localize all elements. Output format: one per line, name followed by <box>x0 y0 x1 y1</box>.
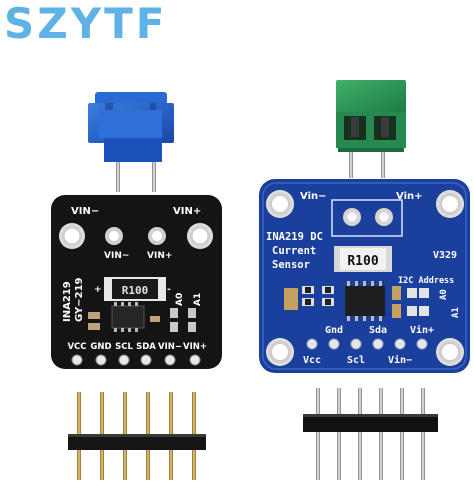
left-addr-a0: A0 <box>175 293 185 306</box>
left-board-gy219: VIN− VIN+ VIN− VIN+ INA219 GY−219 R100 +… <box>51 195 222 369</box>
right-resistor-label: R100 <box>347 254 378 269</box>
left-model-label: INA219 <box>62 281 73 322</box>
left-top-label-vin-minus: VIN− <box>71 206 99 217</box>
right-pin-label-bottom: Vcc <box>303 355 321 366</box>
left-pin-label: VCC <box>67 342 86 352</box>
left-mid-label-vin-plus: VIN+ <box>147 251 172 261</box>
left-pin-label: SDA <box>136 342 156 352</box>
svg-text:+: + <box>94 285 102 295</box>
left-pin-label: VIN+ <box>183 342 207 352</box>
right-pin-label-top: Sda <box>369 325 387 336</box>
left-resistor-label: R100 <box>122 284 149 297</box>
right-addr-a1: A1 <box>451 307 461 318</box>
brand-watermark: SZYTF <box>4 0 168 48</box>
green-screw-terminal <box>336 80 406 178</box>
blue-screw-terminal <box>88 92 174 192</box>
svg-text:-: - <box>167 285 171 295</box>
right-pin-label-bottom: Scl <box>347 355 365 366</box>
right-title-line-1: INA219 DC <box>266 231 323 243</box>
right-pin-label-top: Vin+ <box>410 324 434 336</box>
right-version: V329 <box>433 250 457 261</box>
right-top-label-vin-plus: Vin+ <box>396 191 423 202</box>
right-addr-a0: A0 <box>439 289 449 300</box>
right-pin-header <box>303 388 438 480</box>
right-pin-label-bottom: Vin− <box>388 354 412 366</box>
left-mid-label-vin-minus: VIN− <box>104 251 129 261</box>
right-title-line-3: Sensor <box>272 259 310 271</box>
right-title-line-2: Current <box>272 245 316 257</box>
left-pin-header <box>68 392 206 480</box>
left-pin-label: SCL <box>115 342 133 352</box>
right-top-label-vin-minus: Vin− <box>300 191 327 202</box>
right-i2c-label: I2C Address <box>398 276 454 286</box>
left-addr-a1: A1 <box>193 293 203 306</box>
left-model2-label: GY−219 <box>74 277 85 322</box>
left-top-label-vin-plus: VIN+ <box>173 206 201 217</box>
right-pin-label-top: Gnd <box>325 325 343 336</box>
right-board-ina219: Vin− Vin+ INA219 DC Current Sensor V329 … <box>259 179 470 373</box>
left-pin-label: GND <box>90 342 111 352</box>
left-pin-label: VIN− <box>158 342 182 352</box>
